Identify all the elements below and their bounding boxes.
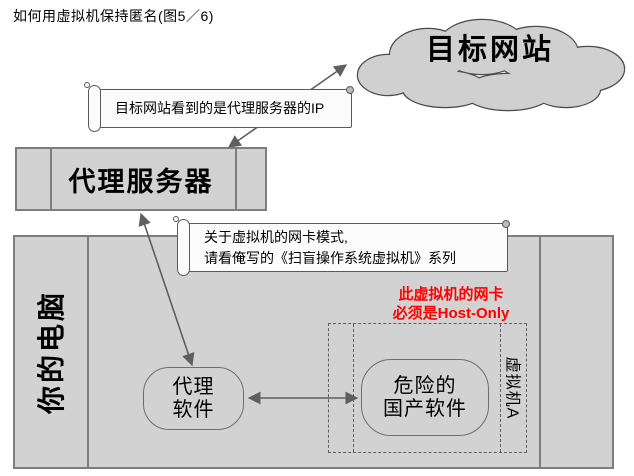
host-only-warning-line2: 必须是Host-Only [392, 305, 510, 322]
note-pin-icon [346, 86, 354, 94]
your-computer-left-bar [87, 237, 89, 467]
note-scroll-icon [177, 219, 190, 276]
proxy-server-left-bar [50, 149, 52, 209]
target-site-cloud: 目标网站 [356, 18, 626, 112]
target-site-label: 目标网站 [426, 33, 554, 66]
your-computer-box [13, 235, 614, 469]
note-nic-mode-line2: 请看俺写的《扫盲操作系统虚拟机》系列 [204, 249, 456, 266]
note-curl-icon [173, 216, 179, 222]
proxy-server-right-bar [235, 149, 237, 209]
note-nic-mode: 关于虚拟机的网卡模式, 请看俺写的《扫盲操作系统虚拟机》系列 [173, 216, 510, 276]
note-nic-mode-line1: 关于虚拟机的网卡模式, [204, 228, 348, 245]
dangerous-software-node: 危险的 国产软件 [361, 359, 489, 436]
proxy-server-box: 代理服务器 [15, 147, 267, 211]
proxy-server-label: 代理服务器 [68, 166, 214, 197]
dangerous-software-label-line1: 危险的 [393, 374, 457, 397]
page-title: 如何用虚拟机保持匿名(图5／6) [13, 8, 214, 24]
note-curl-icon [84, 82, 90, 88]
vm-a-label: 虚拟机A [503, 356, 520, 420]
dangerous-software-label-line2: 国产软件 [383, 397, 467, 420]
note-pin-icon [502, 220, 510, 228]
host-only-warning: 此虚拟机的网卡 必须是Host-Only [378, 285, 524, 323]
vm-a-right-bar [500, 324, 501, 452]
arrow-proxysoftware-to-proxyserver [138, 212, 195, 367]
note-scroll-icon [88, 85, 101, 132]
proxy-software-node: 代理 软件 [143, 367, 244, 430]
proxy-software-label-line2: 软件 [172, 398, 215, 421]
proxy-software-label-line1: 代理 [172, 375, 215, 398]
note-proxy-ip-text: 目标网站看到的是代理服务器的IP [115, 100, 325, 116]
host-only-warning-line1: 此虚拟机的网卡 [398, 286, 504, 303]
note-proxy-ip: 目标网站看到的是代理服务器的IP [84, 82, 354, 132]
your-computer-right-bar [539, 237, 541, 467]
vm-a-left-bar [353, 324, 354, 452]
vm-a-label-column: 虚拟机A [501, 323, 527, 453]
vm-a-dashed-box [328, 323, 527, 453]
